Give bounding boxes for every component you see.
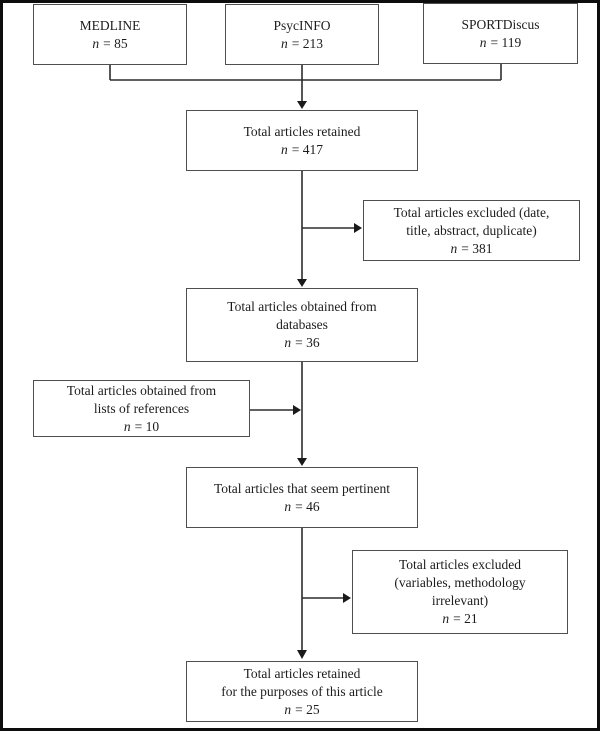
- n-value: = 119: [490, 34, 522, 50]
- node-label: irrelevant): [431, 593, 489, 608]
- arrowhead-from-references: [293, 405, 301, 415]
- n-symbol: n: [123, 418, 131, 434]
- node-from-references: Total articles obtained from lists of re…: [33, 380, 250, 437]
- node-label: (variables, methodology: [394, 575, 526, 590]
- node-label: Total articles excluded (date,: [393, 204, 550, 220]
- node-label: Total articles retained: [243, 123, 361, 139]
- n-value: = 36: [295, 335, 320, 350]
- node-label: Total articles excluded: [398, 557, 521, 572]
- arrowhead-into-excluded-screening: [354, 223, 362, 233]
- node-count: n= 10: [124, 418, 159, 436]
- n-value: = 25: [295, 701, 320, 717]
- n-value: = 21: [453, 611, 478, 626]
- node-final-retained: Total articles retained for the purposes…: [186, 661, 418, 722]
- node-count: n= 213: [281, 35, 323, 53]
- node-label: SPORTDiscus: [461, 16, 540, 32]
- n-symbol: n: [479, 34, 487, 50]
- arrowhead-into-pertinent: [297, 458, 307, 466]
- n-symbol: n: [284, 335, 292, 350]
- node-count: n= 85: [92, 35, 127, 53]
- n-value: = 213: [291, 35, 323, 51]
- node-excluded-screening: Total articles excluded (date, title, ab…: [363, 200, 580, 261]
- node-pertinent: Total articles that seem pertinent n= 46: [186, 467, 418, 528]
- node-label: title, abstract, duplicate): [406, 222, 537, 238]
- node-label: lists of references: [93, 400, 190, 416]
- arrowhead-into-excluded-review: [343, 593, 351, 603]
- n-value: = 381: [461, 240, 493, 256]
- n-symbol: n: [284, 498, 292, 514]
- arrowhead-into-final: [297, 650, 307, 659]
- node-total-retained: Total articles retained n= 417: [186, 110, 418, 171]
- n-value: = 85: [103, 35, 128, 51]
- node-count: n= 21: [442, 610, 477, 628]
- node-label: Total articles retained: [243, 665, 361, 681]
- node-count: n= 46: [284, 498, 319, 516]
- node-label: databases: [276, 317, 328, 332]
- n-value: = 10: [134, 418, 160, 434]
- n-value: = 417: [291, 141, 323, 157]
- node-label: MEDLINE: [79, 17, 141, 33]
- node-label: PsycINFO: [273, 17, 331, 33]
- n-symbol: n: [281, 141, 288, 157]
- node-label: Total articles obtained from: [66, 382, 217, 398]
- node-sportdiscus: SPORTDiscus n= 119: [423, 3, 578, 64]
- node-count: n= 36: [284, 334, 319, 352]
- node-excluded-review: Total articles excluded (variables, meth…: [352, 550, 568, 634]
- arrowhead-into-databases: [297, 279, 307, 287]
- node-psycinfo: PsycINFO n= 213: [225, 4, 379, 65]
- n-symbol: n: [92, 35, 100, 51]
- node-count: n= 119: [480, 34, 522, 52]
- node-label: for the purposes of this article: [221, 683, 383, 699]
- node-count: n= 25: [284, 701, 319, 719]
- n-symbol: n: [281, 35, 288, 51]
- arrowhead-into-retained: [297, 101, 307, 109]
- node-count: n= 381: [451, 240, 493, 258]
- node-label: Total articles obtained from: [227, 299, 377, 314]
- node-label: Total articles that seem pertinent: [214, 480, 390, 496]
- node-medline: MEDLINE n= 85: [33, 4, 187, 65]
- n-symbol: n: [284, 701, 292, 717]
- node-from-databases: Total articles obtained from databases n…: [186, 288, 418, 362]
- n-value: = 46: [295, 498, 320, 514]
- n-symbol: n: [442, 611, 450, 626]
- node-count: n= 417: [281, 141, 323, 159]
- n-symbol: n: [450, 240, 458, 256]
